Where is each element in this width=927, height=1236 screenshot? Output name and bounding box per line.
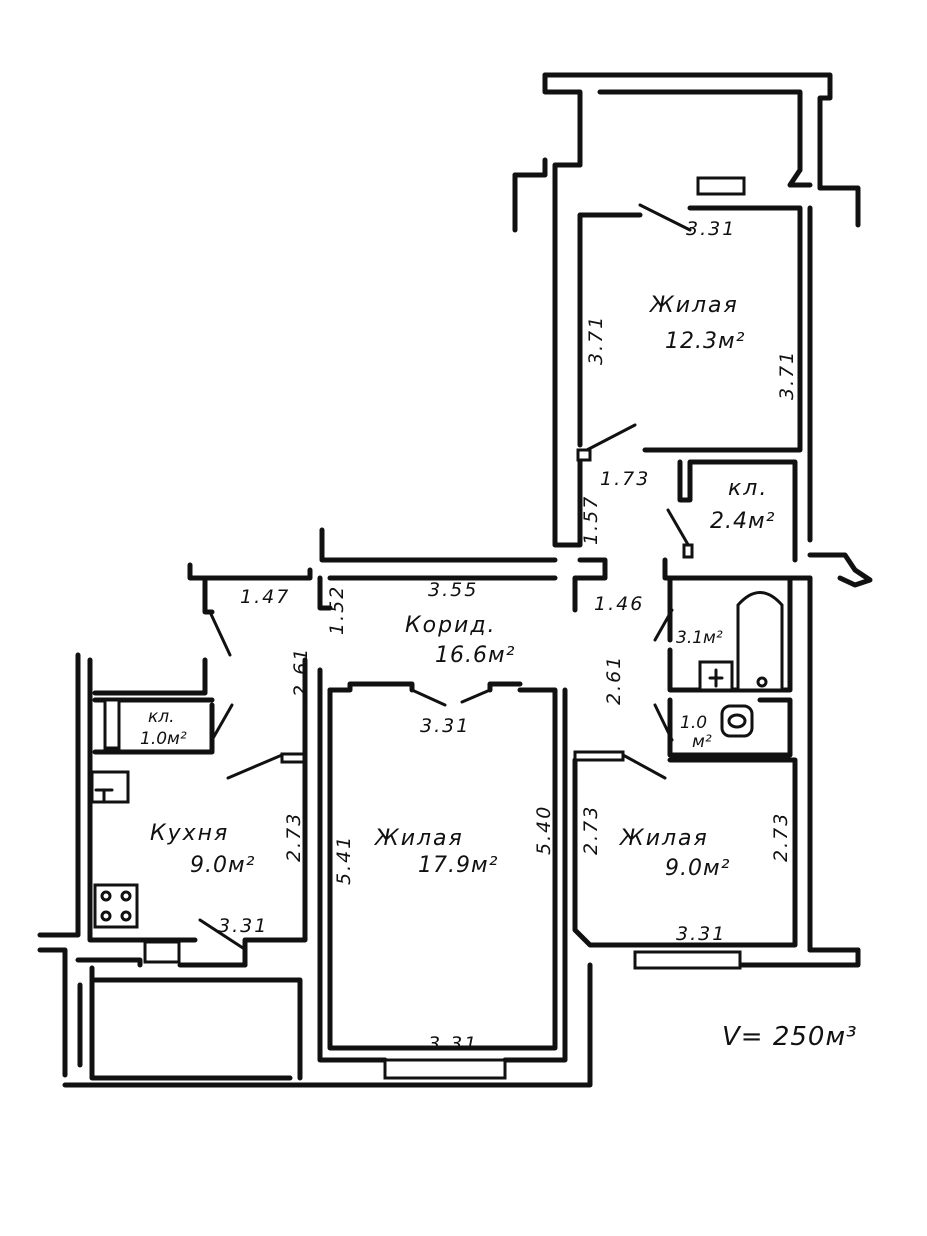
top-living-room-walls bbox=[552, 197, 813, 548]
dim-right-bottom: 3.31 bbox=[676, 923, 726, 945]
room-label-kitchen: Кухня 9.0м² bbox=[150, 821, 255, 878]
dim-right-h-left: 2.73 bbox=[580, 805, 602, 855]
svg-text:Корид.: Корид. bbox=[405, 613, 497, 638]
svg-text:1.0: 1.0 bbox=[680, 713, 707, 733]
dim-hall-h: 1.57 bbox=[580, 495, 602, 545]
right-living-room-walls bbox=[62, 750, 861, 1088]
room-label-corridor: Корид. 16.6м² bbox=[405, 613, 515, 668]
room-label-bath: 3.1м² bbox=[676, 628, 723, 648]
right-window bbox=[633, 950, 742, 970]
stove bbox=[93, 883, 139, 929]
volume-note: V= 250м³ bbox=[722, 1022, 858, 1052]
dim-top-left-h: 3.71 bbox=[585, 315, 607, 365]
room-label-living-right: Жилая 9.0м² bbox=[618, 826, 730, 881]
dim-top-right-h: 3.71 bbox=[776, 350, 798, 400]
svg-text:3.1м²: 3.1м² bbox=[676, 628, 723, 648]
dim-corr-left: 1.47 bbox=[240, 586, 290, 608]
svg-text:кл.: кл. bbox=[728, 476, 768, 501]
dim-mid-h-left: 5.41 bbox=[333, 835, 355, 885]
dim-corr-h-right: 2.61 bbox=[603, 655, 625, 705]
svg-text:Жилая: Жилая bbox=[373, 826, 464, 851]
middle-window bbox=[383, 1058, 507, 1080]
bottom-left-loggia bbox=[37, 947, 303, 1081]
svg-text:9.0м²: 9.0м² bbox=[665, 856, 730, 881]
dim-corr-right: 1.46 bbox=[594, 593, 644, 615]
dim-corr-h-left: 2.61 bbox=[290, 647, 312, 697]
room-label-living-top: Жилая 12.3м² bbox=[648, 293, 745, 354]
svg-text:кл.: кл. bbox=[148, 707, 175, 727]
left-closet-walls bbox=[92, 657, 234, 755]
svg-text:12.3м²: 12.3м² bbox=[665, 329, 745, 354]
kitchen-walls bbox=[37, 652, 308, 968]
dim-mid-top: 3.31 bbox=[420, 715, 470, 737]
room-label-living-mid: Жилая 17.9м² bbox=[373, 826, 498, 878]
kitchen-sink bbox=[90, 770, 130, 804]
svg-text:Кухня: Кухня bbox=[150, 821, 229, 846]
corridor-walls bbox=[187, 527, 873, 657]
dim-kitchen-w: 3.31 bbox=[218, 915, 268, 937]
dim-mid-h-right: 5.40 bbox=[533, 805, 555, 855]
svg-text:м²: м² bbox=[692, 732, 712, 752]
room-label-closet-top: кл. 2.4м² bbox=[710, 476, 775, 534]
top-loggia bbox=[512, 72, 861, 233]
dim-mid-bottom: 3.31 bbox=[428, 1033, 478, 1055]
dim-top-width: 3.31 bbox=[686, 218, 736, 240]
toilet bbox=[720, 704, 754, 738]
dim-corr-w: 3.55 bbox=[428, 579, 478, 601]
svg-text:17.9м²: 17.9м² bbox=[418, 853, 498, 878]
dim-hall-w: 1.73 bbox=[600, 468, 650, 490]
bathtub bbox=[736, 591, 784, 692]
dim-right-h-right: 2.73 bbox=[770, 812, 792, 862]
top-balcony-door bbox=[696, 176, 746, 196]
svg-text:9.0м²: 9.0м² bbox=[190, 853, 255, 878]
dim-kitchen-h: 2.73 bbox=[283, 812, 305, 862]
svg-text:1.0м²: 1.0м² bbox=[140, 729, 187, 749]
top-closet-walls bbox=[666, 459, 798, 563]
svg-text:16.6м²: 16.6м² bbox=[435, 643, 515, 668]
svg-text:2.4м²: 2.4м² bbox=[710, 509, 775, 534]
dim-corr-left-h: 1.52 bbox=[326, 585, 348, 635]
svg-text:Жилая: Жилая bbox=[618, 826, 709, 851]
room-label-wc: 1.0 м² bbox=[680, 713, 712, 752]
middle-living-room-walls bbox=[317, 667, 568, 1080]
room-label-closet-left: кл. 1.0м² bbox=[140, 707, 187, 749]
svg-text:Жилая: Жилая bbox=[648, 293, 739, 318]
